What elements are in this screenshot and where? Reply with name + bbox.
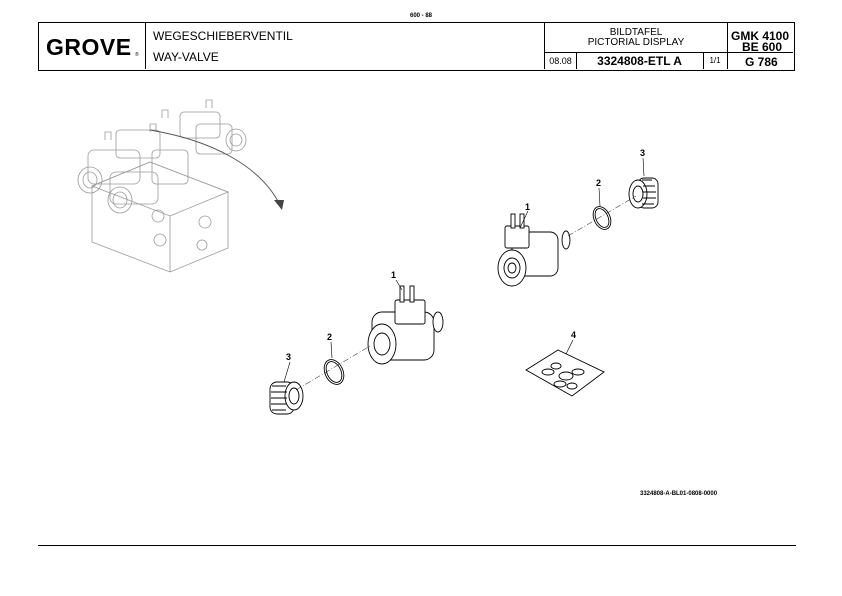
callout-3-left: 3 (286, 352, 291, 362)
divider (703, 52, 704, 69)
callout-2-left: 2 (327, 332, 332, 342)
divider (544, 23, 545, 69)
divider (727, 23, 728, 69)
knurled-nut-right (628, 177, 659, 209)
solenoid-coil-right (497, 213, 571, 287)
divider (576, 52, 577, 69)
callout-1-left: 1 (391, 270, 396, 280)
solenoid-coil-left (367, 285, 444, 365)
page-number: 600 - 88 (409, 13, 433, 19)
callout-3-right: 3 (640, 148, 645, 158)
part-number: 3324808-ETL A (597, 54, 682, 68)
title-block: GROVE ® WEGESCHIEBERVENTIL WAY-VALVE BIL… (38, 22, 795, 71)
callout-1-right: 1 (525, 202, 530, 212)
leader-lines (283, 157, 645, 383)
seal-kit-bag (525, 349, 605, 397)
o-ring-right (592, 206, 612, 230)
grove-logo: GROVE (46, 34, 132, 60)
display-label-english: PICTORIAL DISPLAY (587, 37, 685, 48)
sheet-number: 1/1 (709, 56, 721, 65)
display-label-german: BILDTAFEL (609, 27, 663, 38)
registered-mark: ® (135, 52, 139, 58)
knurled-nut-left (269, 381, 304, 415)
logo-cell: GROVE ® (39, 23, 146, 69)
title-english: WAY-VALVE (153, 50, 219, 64)
model-number: GMK 4100 (731, 29, 790, 43)
revision-date: 08.08 (549, 56, 572, 66)
o-ring-left (323, 359, 345, 385)
pointer-arrow (149, 129, 281, 206)
callout-2-right: 2 (596, 178, 601, 188)
footer-rule (38, 545, 796, 546)
callout-4: 4 (571, 330, 576, 340)
divider (727, 52, 793, 53)
title-german: WEGESCHIEBERVENTIL (153, 29, 293, 43)
valve-block-overview (77, 99, 247, 273)
drawing-reference: 3324808-A-BL01-0808-0000 (640, 491, 718, 497)
model-variant: BE 600 (742, 40, 783, 54)
group-number: G 786 (745, 55, 778, 69)
divider (544, 52, 728, 53)
